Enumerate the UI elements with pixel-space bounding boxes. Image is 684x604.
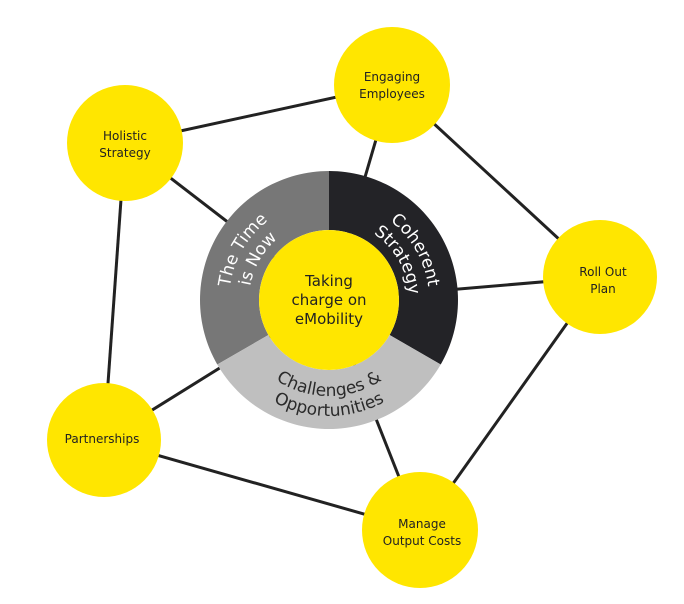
node-label: Strategy xyxy=(99,146,150,160)
node-circle xyxy=(67,85,183,201)
node-label: Holistic xyxy=(103,129,147,143)
node-roll-out-plan: Roll Out Plan xyxy=(543,220,657,334)
ring-segment-time-is-now xyxy=(200,171,329,365)
node-circle xyxy=(334,27,450,143)
node-engaging-employees: Engaging Employees xyxy=(334,27,450,143)
node-label: Manage xyxy=(398,517,446,531)
node-label: Employees xyxy=(359,87,425,101)
center-label-2: charge on xyxy=(291,291,366,309)
node-label: Output Costs xyxy=(383,534,461,548)
center-label-3: eMobility xyxy=(295,310,363,328)
center-hub: Taking charge on eMobility xyxy=(259,230,399,370)
node-circle xyxy=(543,220,657,334)
ring: The Time is Now Coherent Strategy Challe… xyxy=(200,171,458,429)
node-manage-output-costs: Manage Output Costs xyxy=(362,472,478,588)
node-label: Partnerships xyxy=(65,432,140,446)
node-holistic-strategy: Holistic Strategy xyxy=(67,85,183,201)
node-label: Engaging xyxy=(364,70,420,84)
node-label: Roll Out xyxy=(579,265,627,279)
ring-segment-challenges-opportunities xyxy=(217,335,441,429)
center-circle xyxy=(259,230,399,370)
node-circle xyxy=(47,383,161,497)
node-partnerships: Partnerships xyxy=(47,383,161,497)
node-label: Plan xyxy=(590,282,616,296)
ring-segment-coherent-strategy xyxy=(329,171,458,365)
center-label-1: Taking xyxy=(304,272,353,290)
node-circle xyxy=(362,472,478,588)
